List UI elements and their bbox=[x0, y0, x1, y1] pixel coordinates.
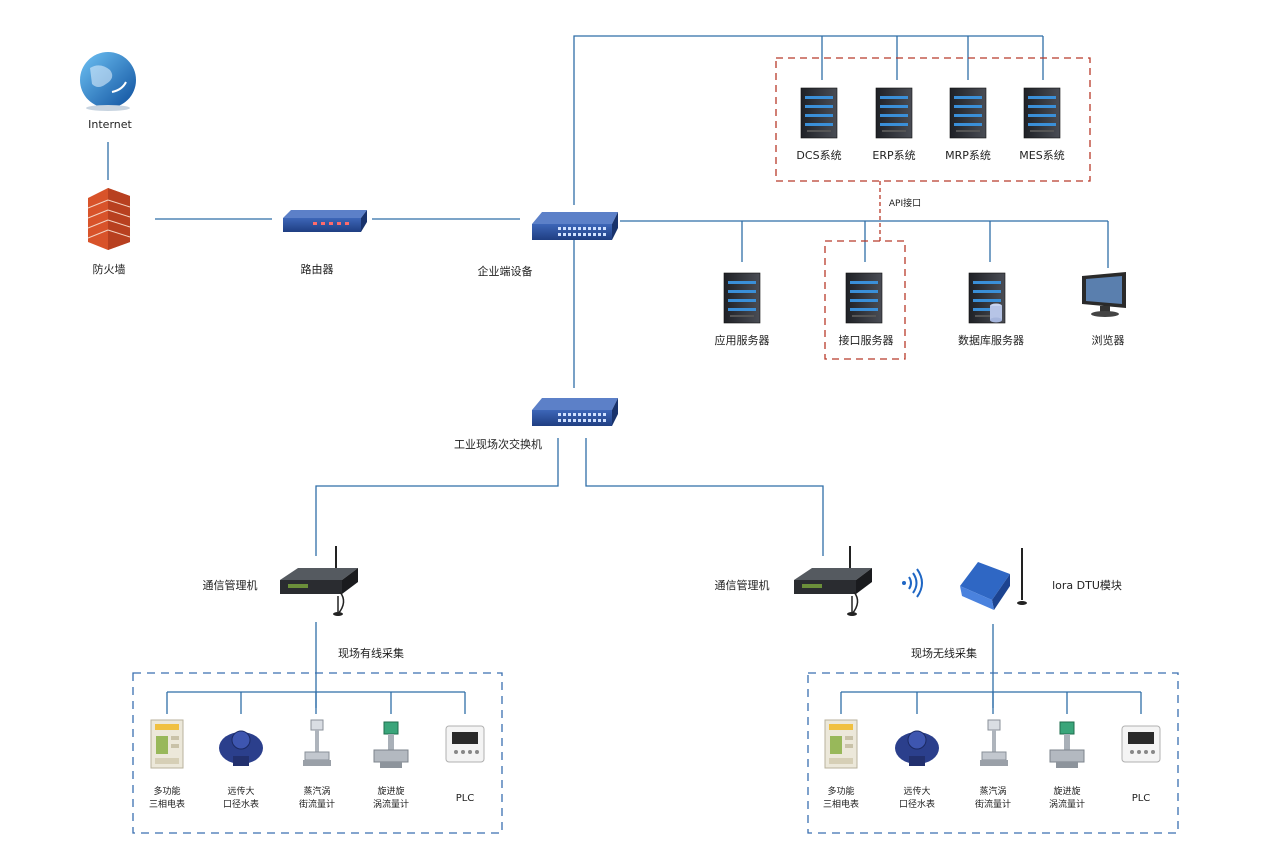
wired-vortex-flowmeter-icon bbox=[373, 721, 409, 769]
lora-dtu-label: lora DTU模块 bbox=[1052, 579, 1122, 592]
wireless-plc-icon bbox=[1121, 725, 1161, 763]
wired-collection-label: 现场有线采集 bbox=[338, 647, 404, 660]
internet-label: Internet bbox=[88, 118, 132, 131]
wireless-device-label: PLC bbox=[1131, 793, 1151, 804]
wireless-device-label: 远传大口径水表 bbox=[898, 787, 936, 810]
api-label: API接口 bbox=[888, 199, 922, 209]
wireless-group-box bbox=[807, 672, 1179, 834]
interface-server-icon bbox=[845, 272, 883, 324]
firewall-label: 防火墙 bbox=[92, 263, 126, 276]
database-server-icon bbox=[968, 272, 1006, 324]
enterprise-switch-icon bbox=[532, 212, 618, 240]
comm-manager-right-label: 通信管理机 bbox=[714, 579, 770, 592]
wired-device-label: 旋进旋涡流量计 bbox=[372, 787, 410, 810]
wired-device-label: 蒸汽涡街流量计 bbox=[298, 787, 336, 810]
lora-dtu-icon bbox=[960, 548, 1027, 610]
wireless-power-meter-icon bbox=[824, 719, 858, 769]
wired-steam-flowmeter-icon bbox=[302, 719, 332, 767]
wireless-signal-icon bbox=[902, 568, 923, 598]
wireless-collection-label: 现场无线采集 bbox=[911, 647, 977, 660]
mes-server-icon bbox=[1023, 87, 1061, 139]
wireless-vortex-flowmeter-icon bbox=[1049, 721, 1085, 769]
internet-globe-icon bbox=[80, 52, 136, 111]
wireless-device-label: 蒸汽涡街流量计 bbox=[974, 787, 1012, 810]
wired-device-label: 多功能三相电表 bbox=[148, 787, 186, 810]
browser-label: 浏览器 bbox=[1091, 334, 1125, 347]
field-switch-label: 工业现场次交换机 bbox=[454, 438, 542, 451]
wired-device-label: 远传大口径水表 bbox=[222, 787, 260, 810]
system-label-dcs: DCS系统 bbox=[796, 149, 842, 162]
wired-device-label: PLC bbox=[455, 793, 475, 804]
field-switch-icon bbox=[532, 398, 618, 426]
enterprise-switch-label: 企业端设备 bbox=[477, 265, 533, 278]
app-server-icon bbox=[723, 272, 761, 324]
systems-group-box bbox=[775, 57, 1091, 182]
browser-monitor-icon bbox=[1082, 272, 1126, 317]
wireless-water-meter-icon bbox=[894, 730, 940, 767]
app-server-label: 应用服务器 bbox=[714, 334, 770, 347]
system-label-mes: MES系统 bbox=[1019, 149, 1065, 162]
system-label-mrp: MRP系统 bbox=[945, 149, 991, 162]
mrp-server-icon bbox=[949, 87, 987, 139]
wired-plc-icon bbox=[445, 725, 485, 763]
comm-manager-right-icon bbox=[793, 545, 873, 617]
wired-group-box bbox=[132, 672, 503, 834]
wired-water-meter-icon bbox=[218, 730, 264, 767]
database-server-label: 数据库服务器 bbox=[958, 334, 1024, 347]
interface-server-label: 接口服务器 bbox=[838, 334, 894, 347]
interface-server-box bbox=[824, 240, 906, 360]
firewall-icon bbox=[87, 188, 131, 250]
wired-power-meter-icon bbox=[150, 719, 184, 769]
router-label: 路由器 bbox=[300, 263, 334, 276]
wireless-device-label: 旋进旋涡流量计 bbox=[1048, 787, 1086, 810]
dcs-server-icon bbox=[800, 87, 838, 139]
router-icon bbox=[283, 210, 367, 232]
system-label-erp: ERP系统 bbox=[872, 149, 916, 162]
erp-server-icon bbox=[875, 87, 913, 139]
comm-manager-left-icon bbox=[279, 545, 359, 617]
wireless-device-label: 多功能三相电表 bbox=[822, 787, 860, 810]
connection-lines bbox=[107, 35, 1142, 714]
wireless-steam-flowmeter-icon bbox=[979, 719, 1009, 767]
comm-manager-left-label: 通信管理机 bbox=[202, 579, 258, 592]
